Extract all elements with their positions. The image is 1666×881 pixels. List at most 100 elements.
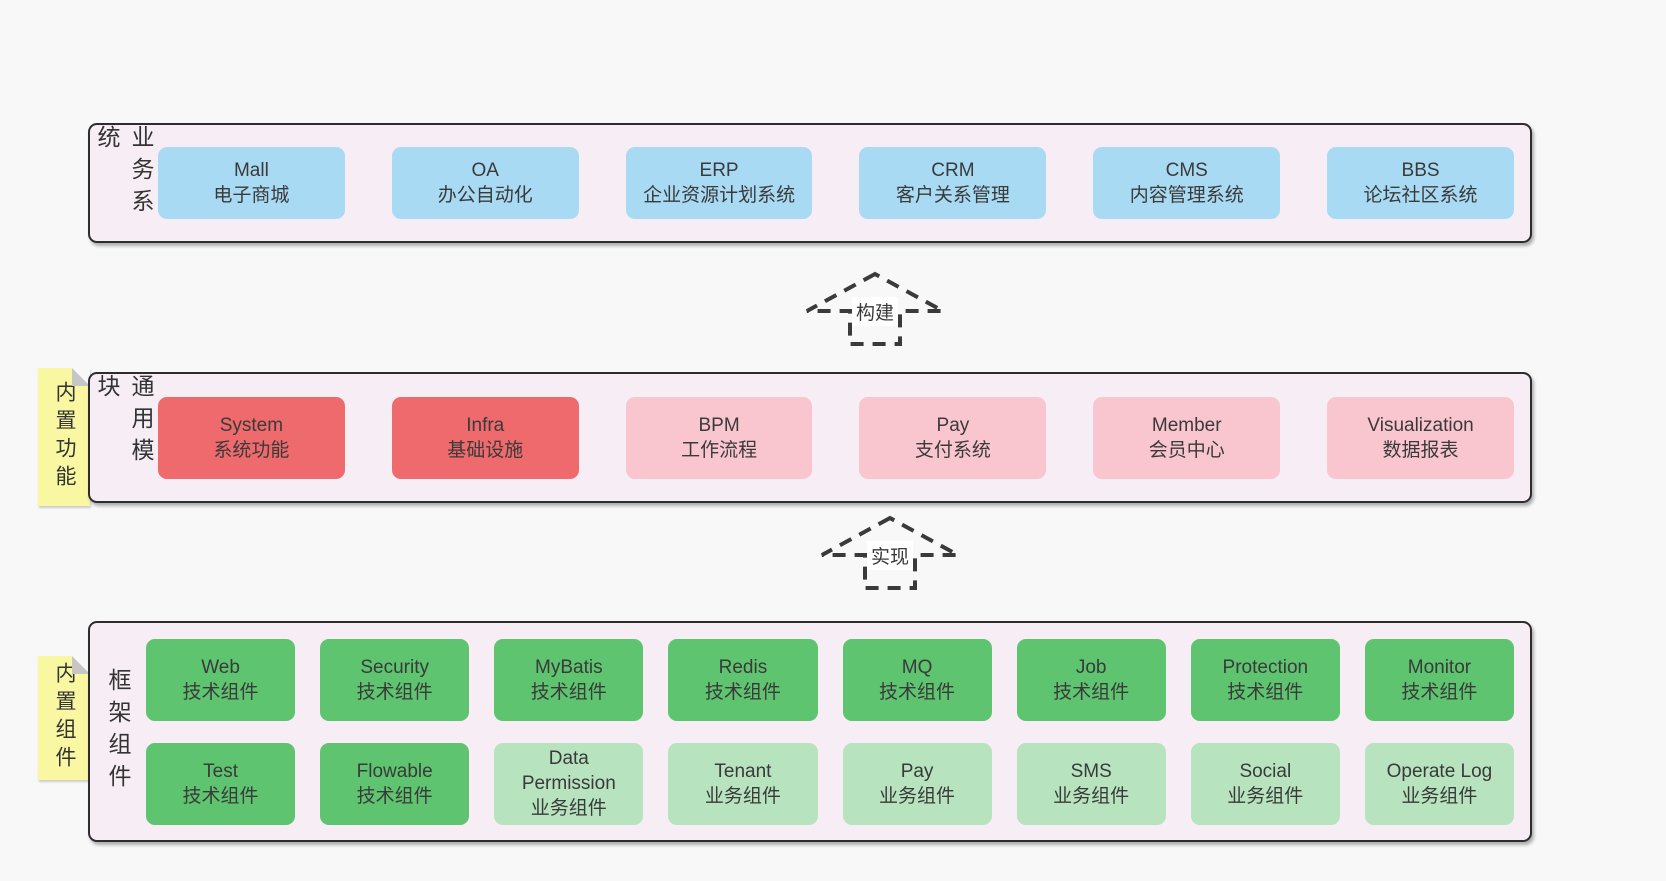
framework-components-row-2: Test 技术组件 Flowable 技术组件 Data Permission … bbox=[146, 742, 1514, 825]
framework-components-row-1: Web 技术组件 Security 技术组件 MyBatis 技术组件 Redi… bbox=[146, 638, 1514, 721]
box-subtitle: 会员中心 bbox=[1148, 439, 1225, 461]
layer-label-business-systems: 业务系统 bbox=[94, 125, 154, 221]
box-flowable: Flowable 技术组件 bbox=[320, 742, 470, 825]
box-title: BBS bbox=[1401, 160, 1440, 181]
box-subtitle: 技术组件 bbox=[530, 681, 607, 703]
box-data-permission: Data Permission 业务组件 bbox=[494, 742, 644, 825]
box-test: Test 技术组件 bbox=[146, 742, 296, 825]
sticky-note-built-in-components: 内置组件 bbox=[38, 656, 90, 780]
box-title: Member bbox=[1151, 414, 1222, 436]
box-infra: Infra 基础设施 bbox=[391, 396, 579, 479]
box-subtitle: 支付系统 bbox=[914, 439, 991, 461]
box-subtitle: 业务组件 bbox=[1053, 785, 1130, 807]
box-title: Web bbox=[201, 656, 240, 678]
box-bpm: BPM 工作流程 bbox=[625, 396, 813, 479]
folded-corner-icon bbox=[72, 368, 90, 386]
box-title: Mall bbox=[233, 160, 269, 181]
box-job: Job 技术组件 bbox=[1016, 638, 1166, 721]
up-arrow-icon bbox=[821, 515, 959, 590]
box-subtitle: 客户关系管理 bbox=[895, 185, 1010, 206]
box-title: Operate Log bbox=[1386, 760, 1493, 782]
box-title: ERP bbox=[699, 160, 739, 181]
box-erp: ERP 企业资源计划系统 bbox=[625, 147, 813, 219]
box-title: BPM bbox=[698, 414, 740, 436]
up-arrow-icon bbox=[806, 271, 944, 346]
box-title: Redis bbox=[718, 656, 768, 678]
sticky-note-built-in-features: 内置功能 bbox=[38, 368, 90, 506]
box-subtitle: 技术组件 bbox=[182, 681, 259, 703]
box-title: Tenant bbox=[714, 760, 772, 782]
folded-corner-icon bbox=[72, 656, 90, 674]
dashed-up-arrow-build: 构建 bbox=[800, 270, 950, 348]
box-mq: MQ 技术组件 bbox=[842, 638, 992, 721]
box-security: Security 技术组件 bbox=[320, 638, 470, 721]
box-title: MyBatis bbox=[535, 656, 603, 678]
box-subtitle: 技术组件 bbox=[704, 681, 781, 703]
box-subtitle: 系统功能 bbox=[213, 439, 290, 461]
box-subtitle: 企业资源计划系统 bbox=[643, 185, 796, 206]
business-systems-row: Mall 电子商城 OA 办公自动化 ERP 企业资源计划系统 CRM 客户关系… bbox=[158, 147, 1514, 219]
box-subtitle: 工作流程 bbox=[681, 439, 758, 461]
box-title: Test bbox=[203, 760, 238, 782]
box-subtitle: 论坛社区系统 bbox=[1363, 185, 1478, 206]
box-sms: SMS 业务组件 bbox=[1016, 742, 1166, 825]
box-subtitle: 电子商城 bbox=[213, 185, 290, 206]
box-title: Social bbox=[1239, 760, 1292, 782]
box-social: Social 业务组件 bbox=[1190, 742, 1340, 825]
box-title: Monitor bbox=[1407, 656, 1472, 678]
box-cms: CMS 内容管理系统 bbox=[1093, 147, 1281, 219]
box-subtitle: 技术组件 bbox=[356, 785, 433, 807]
box-pay-module: Pay 支付系统 bbox=[859, 396, 1047, 479]
box-oa: OA 办公自动化 bbox=[391, 147, 579, 219]
box-subtitle: 基础设施 bbox=[447, 439, 524, 461]
box-title: Flowable bbox=[356, 760, 433, 782]
box-subtitle: 办公自动化 bbox=[437, 185, 533, 206]
box-member: Member 会员中心 bbox=[1093, 396, 1281, 479]
box-crm: CRM 客户关系管理 bbox=[859, 147, 1047, 219]
layer-business-systems: 业务系统 Mall 电子商城 OA 办公自动化 ERP 企业资源计划系统 CRM… bbox=[88, 123, 1532, 243]
box-subtitle: 技术组件 bbox=[879, 681, 956, 703]
box-visualization: Visualization 数据报表 bbox=[1327, 396, 1514, 479]
box-title: Job bbox=[1075, 656, 1107, 678]
box-title: Visualization bbox=[1367, 414, 1474, 436]
box-tenant: Tenant 业务组件 bbox=[668, 742, 818, 825]
box-subtitle: 业务组件 bbox=[1227, 785, 1304, 807]
box-title: Security bbox=[360, 656, 429, 678]
box-title: SMS bbox=[1070, 760, 1112, 782]
box-pay-component: Pay 业务组件 bbox=[842, 742, 992, 825]
layer-common-modules: 通用模块 System 系统功能 Infra 基础设施 BPM 工作流程 Pay… bbox=[88, 372, 1532, 503]
box-subtitle: 数据报表 bbox=[1382, 439, 1459, 461]
box-title: CMS bbox=[1165, 160, 1208, 181]
box-system: System 系统功能 bbox=[158, 396, 345, 479]
layer-label-framework-components: 框架组件 bbox=[105, 667, 131, 796]
box-subtitle: 技术组件 bbox=[182, 785, 259, 807]
box-title: MQ bbox=[901, 656, 933, 678]
box-web: Web 技术组件 bbox=[146, 638, 296, 721]
sticky-note-text: 内置功能 bbox=[53, 381, 76, 493]
box-title: Pay bbox=[936, 414, 970, 436]
box-title: CRM bbox=[931, 160, 975, 181]
box-title: Protection bbox=[1222, 656, 1309, 678]
arrow-label: 实现 bbox=[866, 541, 914, 570]
layer-framework-components: 框架组件 Web 技术组件 Security 技术组件 MyBatis 技术组件… bbox=[88, 621, 1532, 842]
box-mall: Mall 电子商城 bbox=[158, 147, 345, 219]
box-title: Data Permission bbox=[521, 748, 616, 794]
box-subtitle: 业务组件 bbox=[1401, 785, 1478, 807]
box-subtitle: 业务组件 bbox=[879, 785, 956, 807]
box-protection: Protection 技术组件 bbox=[1190, 638, 1340, 721]
box-title: Infra bbox=[466, 414, 505, 436]
box-title: OA bbox=[471, 160, 499, 181]
box-operate-log: Operate Log 业务组件 bbox=[1364, 742, 1514, 825]
box-redis: Redis 技术组件 bbox=[668, 638, 818, 721]
box-subtitle: 技术组件 bbox=[356, 681, 433, 703]
sticky-note-text: 内置组件 bbox=[53, 662, 76, 774]
box-subtitle: 内容管理系统 bbox=[1129, 185, 1244, 206]
arrow-label: 构建 bbox=[851, 297, 899, 326]
dashed-up-arrow-implement: 实现 bbox=[815, 514, 965, 592]
box-subtitle: 业务组件 bbox=[530, 798, 607, 819]
box-mybatis: MyBatis 技术组件 bbox=[494, 638, 644, 721]
box-subtitle: 技术组件 bbox=[1227, 681, 1304, 703]
box-title: Pay bbox=[900, 760, 934, 782]
layer-label-common-modules: 通用模块 bbox=[94, 374, 154, 470]
